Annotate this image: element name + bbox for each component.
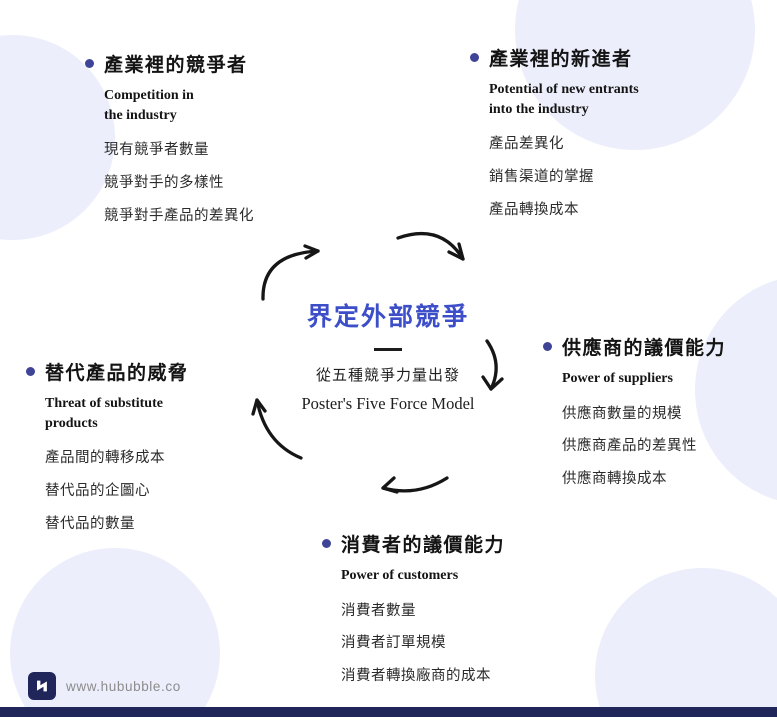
bullet-icon	[322, 539, 331, 548]
section-header: 供應商的議價能力	[543, 333, 726, 360]
section-subtitle: Power of suppliers	[562, 369, 726, 389]
subtitle-line: into the industry	[489, 101, 589, 117]
section-body: Threat of substitute products 產品間的轉移成本 替…	[45, 394, 189, 532]
bullet-icon	[26, 367, 35, 376]
subtitle-line: Threat of substitute	[45, 396, 163, 411]
section-item-list: 現有競爭者數量 競爭對手的多樣性 競爭對手產品的差異化	[104, 142, 254, 224]
list-item: 產品差異化	[489, 136, 564, 153]
bg-circle-bottom-right	[595, 568, 777, 717]
section-body: Competition in the industry 現有競爭者數量 競爭對手…	[104, 86, 254, 224]
footer-url: www.hububble.co	[66, 678, 181, 694]
title-divider	[374, 348, 402, 351]
section-title: 消費者的議價能力	[341, 535, 506, 556]
center-model-name: Poster's Five Force Model	[301, 393, 475, 413]
center-tagline: 從五種競爭力量出發	[315, 366, 460, 384]
arrow-top-right-head-icon	[447, 242, 465, 261]
list-item: 供應商產品的差異性	[562, 438, 697, 455]
section-header: 產業裡的競爭者	[85, 50, 254, 77]
section-item-list: 消費者數量 消費者訂單規模 消費者轉換廠商的成本	[341, 603, 505, 685]
arrow-top-left-icon	[261, 249, 320, 301]
list-item: 競爭對手產品的差異化	[104, 207, 254, 224]
section-header: 替代產品的威脅	[26, 358, 189, 385]
subtitle-line: Power of suppliers	[562, 371, 673, 386]
list-item: 產品間的轉移成本	[45, 450, 165, 467]
list-item: 消費者轉換廠商的成本	[341, 667, 491, 684]
section-title: 替代產品的威脅	[45, 363, 189, 384]
list-item: 供應商數量的規模	[562, 405, 682, 422]
bullet-icon	[85, 59, 94, 68]
arrow-top-right-icon	[396, 231, 465, 261]
list-item: 現有競爭者數量	[104, 142, 209, 159]
main-title: 界定外部競爭	[306, 303, 469, 331]
hububble-logo-icon	[28, 672, 56, 700]
section-title: 供應商的議價能力	[562, 338, 727, 359]
center-title-block: 界定外部競爭 從五種競爭力量出發 Poster's Five Force Mod…	[278, 297, 498, 414]
subtitle-line: Competition in	[104, 88, 194, 103]
section-item-list: 供應商數量的規模 供應商產品的差異性 供應商轉換成本	[562, 406, 726, 488]
section-subtitle: Competition in the industry	[104, 86, 254, 125]
section-body: Power of customers 消費者數量 消費者訂單規模 消費者轉換廠商…	[341, 566, 505, 685]
list-item: 產品轉換成本	[489, 201, 579, 218]
bottom-bar	[0, 707, 777, 717]
section-header: 產業裡的新進者	[470, 44, 639, 71]
section-customers: 消費者的議價能力 Power of customers 消費者數量 消費者訂單規…	[322, 530, 505, 685]
section-header: 消費者的議價能力	[322, 530, 505, 557]
section-subtitle: Potential of new entrants into the indus…	[489, 80, 639, 119]
list-item: 競爭對手的多樣性	[104, 174, 224, 191]
list-item: 替代品的企圖心	[45, 482, 150, 499]
arrow-top-left-head-icon	[303, 244, 320, 260]
section-title: 產業裡的新進者	[489, 49, 633, 70]
subtitle-line: Potential of new entrants	[489, 82, 639, 97]
bullet-icon	[470, 53, 479, 62]
section-item-list: 產品差異化 銷售渠道的掌握 產品轉換成本	[489, 136, 639, 218]
bullet-icon	[543, 342, 552, 351]
arrow-bottom-icon	[381, 476, 449, 493]
section-item-list: 產品間的轉移成本 替代品的企圖心 替代品的數量	[45, 450, 189, 532]
subtitle-line: Power of customers	[341, 568, 459, 583]
section-title: 產業裡的競爭者	[104, 55, 248, 76]
section-body: Power of suppliers 供應商數量的規模 供應商產品的差異性 供應…	[562, 369, 726, 488]
section-industry-competitors: 產業裡的競爭者 Competition in the industry 現有競爭…	[85, 50, 254, 224]
list-item: 替代品的數量	[45, 515, 135, 532]
arrow-left-head-icon	[251, 398, 267, 416]
arrow-bottom-head-icon	[381, 476, 399, 494]
subtitle-line: the industry	[104, 107, 177, 123]
section-substitutes: 替代產品的威脅 Threat of substitute products 產品…	[26, 358, 189, 532]
subtitle-line: products	[45, 415, 98, 431]
footer: www.hububble.co	[28, 672, 181, 700]
section-subtitle: Threat of substitute products	[45, 394, 189, 433]
list-item: 銷售渠道的掌握	[489, 168, 594, 185]
section-body: Potential of new entrants into the indus…	[489, 80, 639, 218]
list-item: 消費者數量	[341, 602, 416, 619]
section-subtitle: Power of customers	[341, 566, 505, 586]
section-suppliers: 供應商的議價能力 Power of suppliers 供應商數量的規模 供應商…	[543, 333, 726, 488]
list-item: 消費者訂單規模	[341, 635, 446, 652]
list-item: 供應商轉換成本	[562, 470, 667, 487]
section-new-entrants: 產業裡的新進者 Potential of new entrants into t…	[470, 44, 639, 218]
